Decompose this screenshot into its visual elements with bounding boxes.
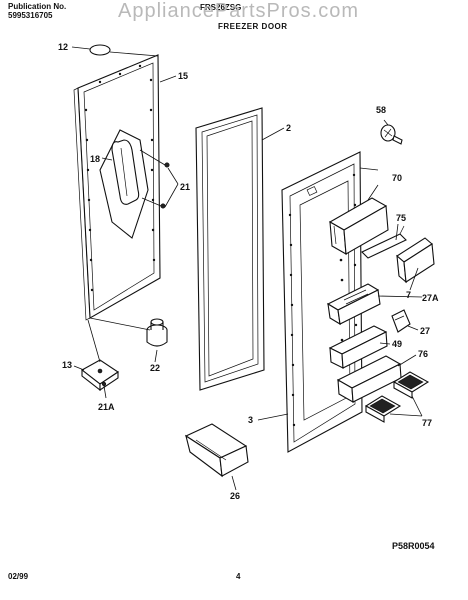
callout-15: 15	[178, 71, 188, 81]
callout-18: 18	[90, 154, 100, 164]
callout-76: 76	[418, 349, 428, 359]
callout-2: 2	[286, 123, 291, 133]
side-cap-27	[391, 309, 411, 333]
footer-date: 02/99	[8, 572, 29, 581]
callout-21a: 21A	[98, 402, 115, 412]
watermark: AppliancePartsPros.com	[118, 0, 359, 22]
callout-58: 58	[376, 105, 386, 115]
callout-77: 77	[422, 418, 432, 428]
hinge-bushing	[146, 318, 168, 347]
callout-12: 12	[58, 42, 68, 52]
callout-49: 49	[392, 339, 402, 349]
page-number: 4	[236, 572, 241, 581]
bottom-bin	[336, 355, 402, 403]
callout-13: 13	[62, 360, 72, 370]
publication-label: Publication No.	[8, 2, 67, 11]
callout-27: 27	[420, 326, 430, 336]
callout-75: 75	[396, 213, 406, 223]
lower-shelf	[328, 325, 388, 369]
callout-3: 3	[248, 415, 253, 425]
callout-7: 7	[406, 290, 411, 300]
hinge-bracket	[81, 359, 119, 392]
callout-21: 21	[180, 182, 190, 192]
door-handle	[99, 129, 149, 239]
door-gasket	[195, 107, 265, 391]
diagram-code: P58R0054	[392, 541, 435, 551]
callout-27a: 27A	[422, 293, 439, 303]
oval-plug	[89, 44, 111, 56]
upper-door-bin	[328, 197, 389, 255]
small-door-bin	[396, 237, 435, 284]
bin-clip-75	[361, 225, 407, 259]
section-title: FREEZER DOOR	[218, 22, 288, 31]
screw-58	[380, 124, 403, 145]
callout-26: 26	[230, 491, 240, 501]
callout-70: 70	[392, 173, 402, 183]
callout-22: 22	[150, 363, 160, 373]
freezer-tray	[184, 423, 249, 478]
bin-caps-77	[364, 371, 430, 423]
publication-number: 5995316705	[8, 11, 53, 20]
model-number: FRS26ZSG	[200, 3, 242, 12]
leader-lines	[71, 46, 423, 491]
mid-shelf	[326, 283, 381, 326]
callout-labels: 12 15 2 58 18 21 70 75 7 27A 27 49 76 13…	[58, 42, 439, 501]
